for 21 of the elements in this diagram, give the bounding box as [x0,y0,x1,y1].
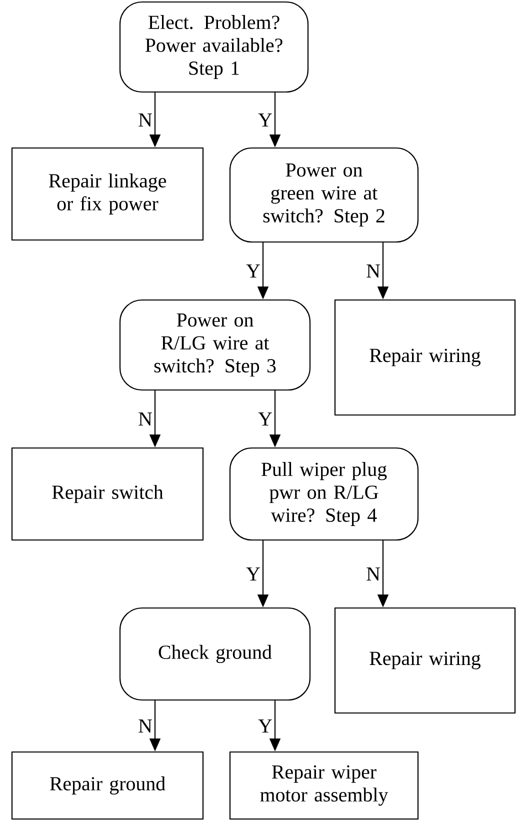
edge-label: Y [246,567,260,581]
action-box: Repair switch [11,447,204,541]
action-box: Repair ground [11,751,204,820]
edge-label: Y [246,264,260,278]
decision-box: Power on R/LG wire at switch? Step 3 [119,299,311,391]
edge-label: Y [258,412,272,426]
decision-box: Elect. Problem? Power available? Step 1 [119,1,309,93]
action-box: Repair wiring [334,299,516,416]
decision-box: Check ground [119,607,311,701]
action-box: Repair wiper motor assembly [229,751,419,820]
edge-label: N [138,412,152,426]
action-box: Repair wiring [334,607,516,714]
edge-label: N [366,567,380,581]
edge-label: Y [258,719,272,733]
edge-label: N [366,264,380,278]
decision-box: Power on green wire at switch? Step 2 [229,147,419,243]
action-box: Repair linkage or fix power [11,147,204,241]
decision-box: Pull wiper plug pwr on R/LG wire? Step 4 [229,447,419,541]
edge-label: N [138,719,152,733]
edge-label: Y [258,113,272,127]
edge-label: N [138,113,152,127]
